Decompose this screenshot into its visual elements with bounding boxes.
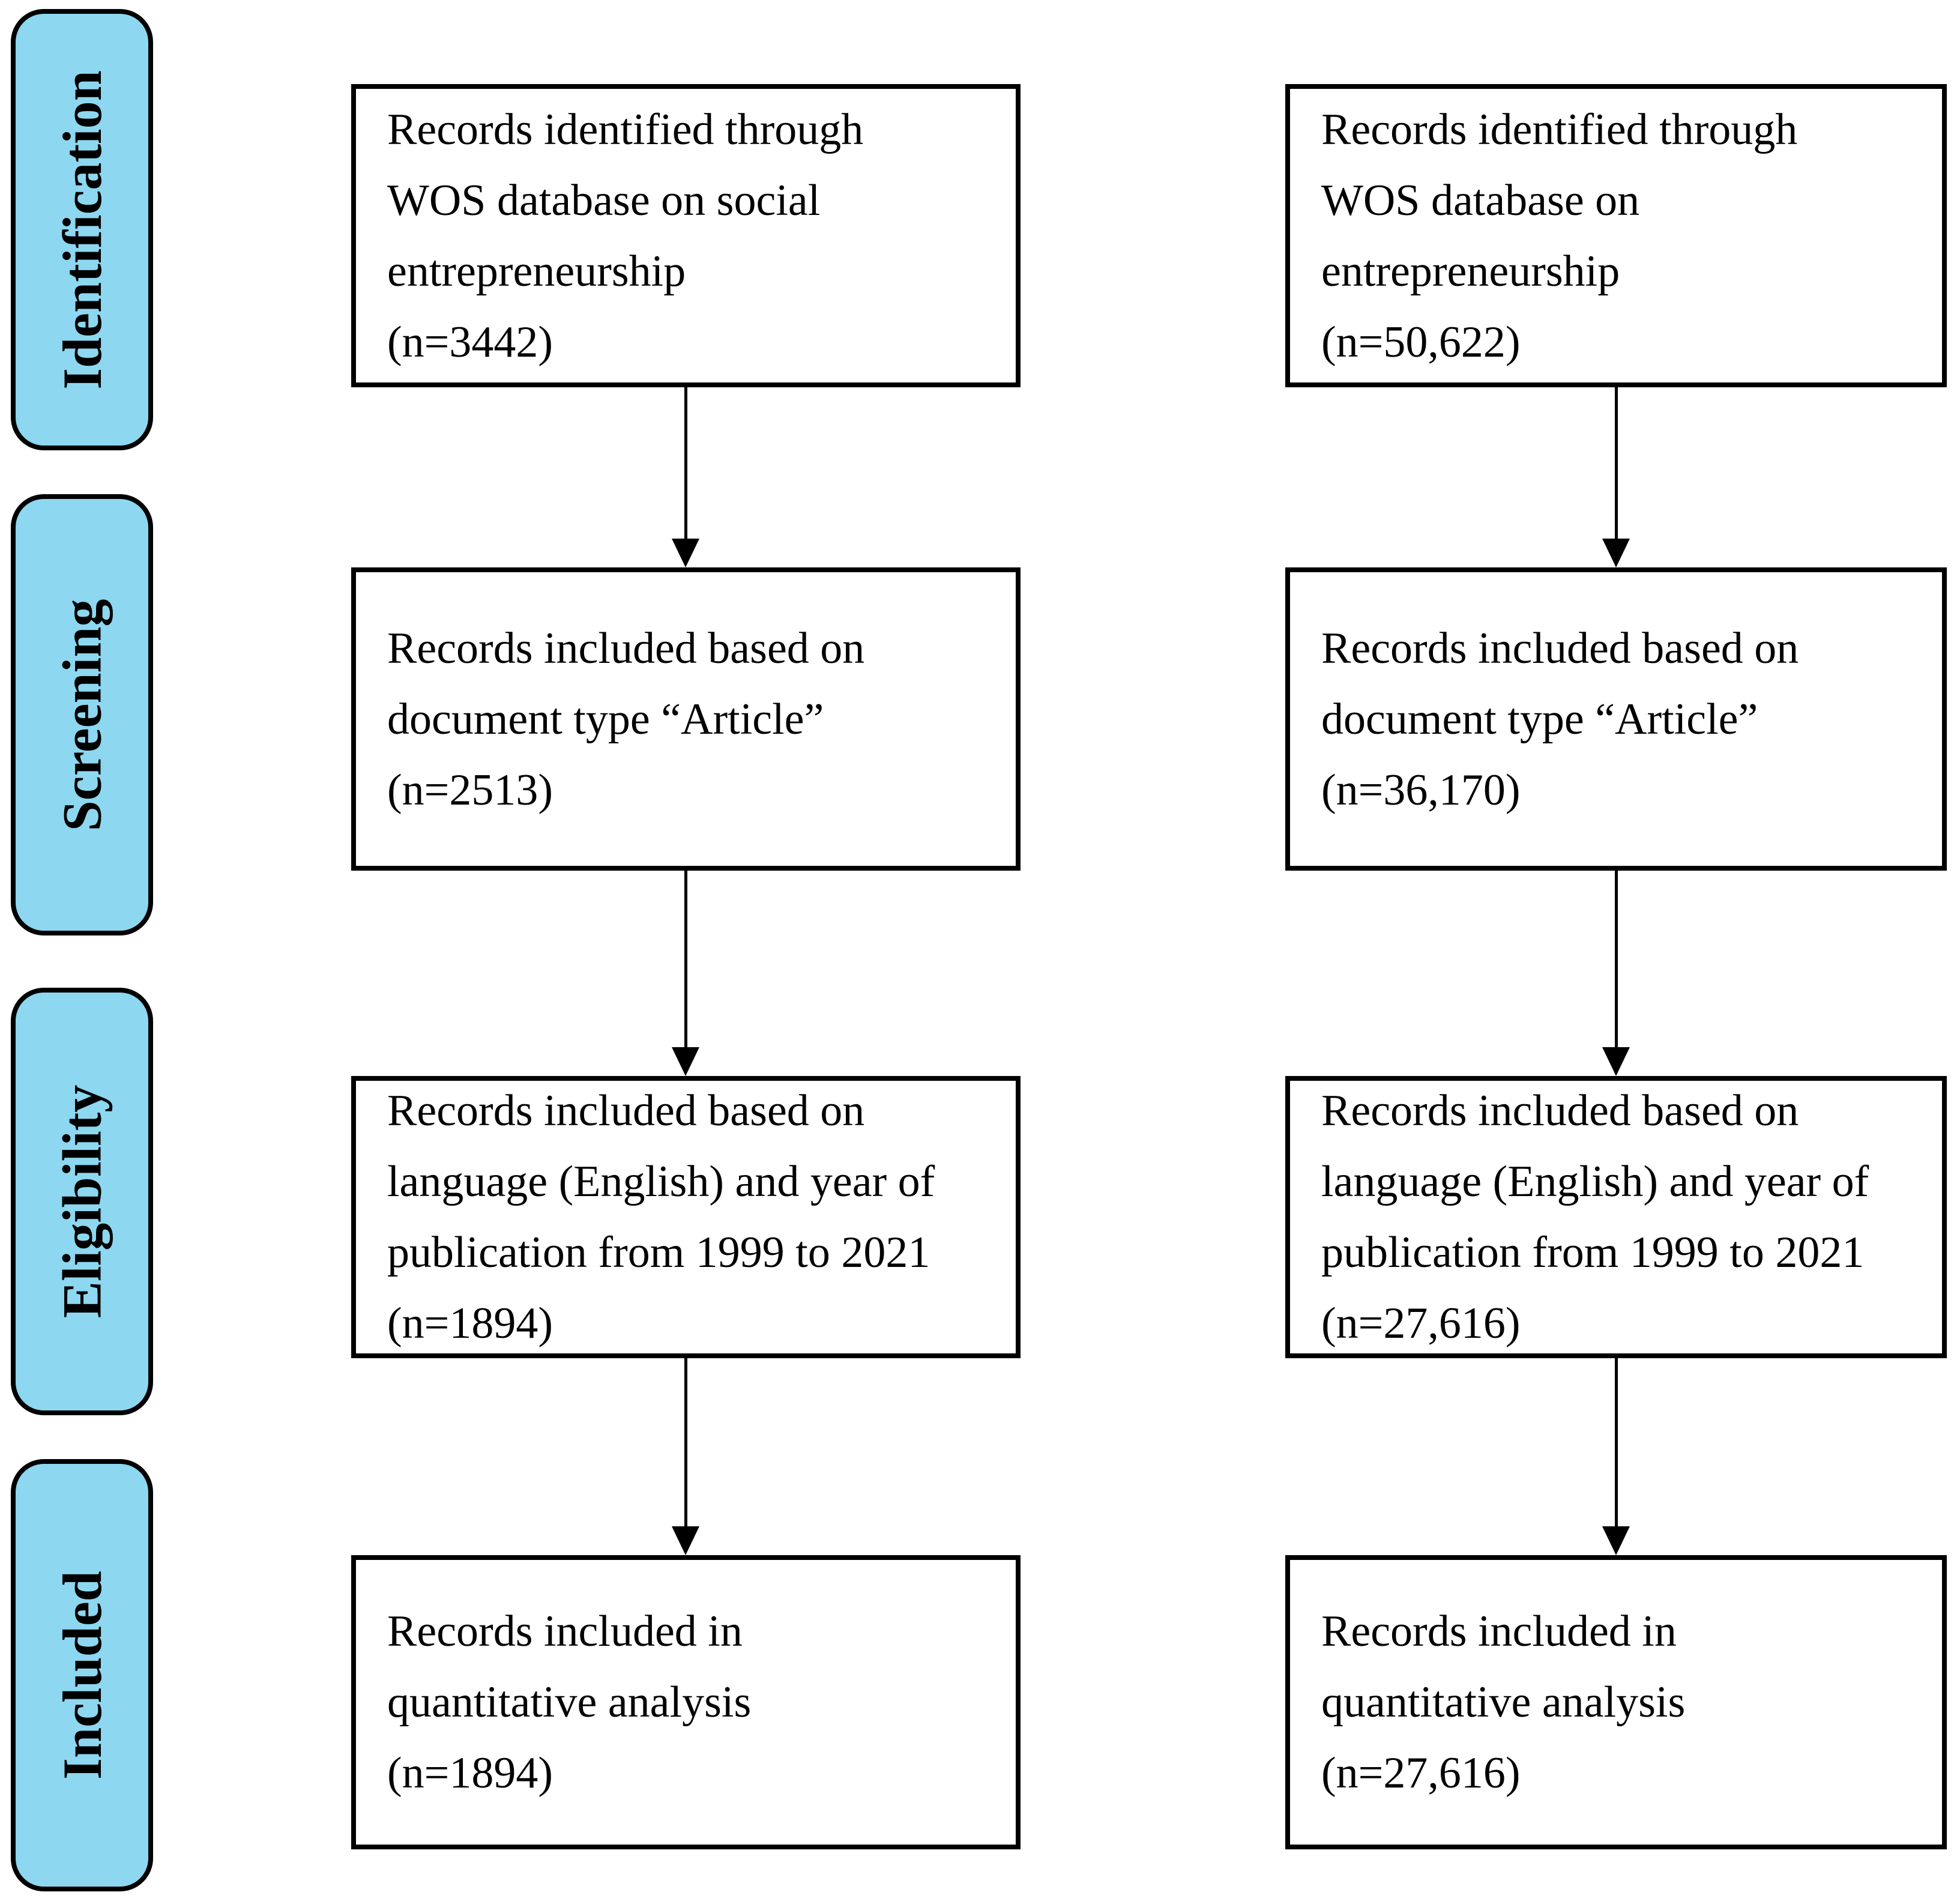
box-line: (n=3442) bbox=[387, 317, 553, 367]
flow-arrow bbox=[1601, 1358, 1631, 1555]
box-line: Records included based on bbox=[1321, 1086, 1799, 1135]
stage-screening-label: Screening bbox=[51, 599, 113, 831]
flow-arrow bbox=[671, 871, 701, 1076]
stage-included: Included bbox=[11, 1459, 153, 1891]
stage-identification: Identification bbox=[11, 9, 153, 450]
stage-eligibility: Eligibility bbox=[11, 988, 153, 1415]
box-line: language (English) and year of bbox=[387, 1157, 935, 1206]
box-line: entrepreneurship bbox=[1321, 246, 1620, 296]
arrow-stem bbox=[684, 387, 687, 540]
box-line: document type “Article” bbox=[387, 694, 824, 744]
box-line: (n=1894) bbox=[387, 1299, 553, 1348]
arrow-stem bbox=[1614, 871, 1618, 1048]
box-line: WOS database on social bbox=[387, 175, 821, 225]
flow-arrow bbox=[1601, 871, 1631, 1076]
box-line: Records identified through bbox=[1321, 104, 1798, 154]
arrow-down-icon bbox=[1602, 1526, 1630, 1555]
box-line: (n=27,616) bbox=[1321, 1748, 1521, 1798]
arrow-down-icon bbox=[672, 539, 699, 567]
flow-arrow bbox=[671, 387, 701, 567]
arrow-stem bbox=[684, 871, 687, 1048]
arrow-stem bbox=[684, 1358, 687, 1528]
box-line: language (English) and year of bbox=[1321, 1157, 1869, 1206]
box-left-included: Records included in quantitative analysi… bbox=[351, 1555, 1021, 1849]
box-line: quantitative analysis bbox=[387, 1678, 752, 1727]
box-line: (n=27,616) bbox=[1321, 1299, 1521, 1348]
stage-eligibility-label: Eligibility bbox=[51, 1084, 113, 1319]
box-line: Records included based on bbox=[387, 1086, 865, 1135]
stage-included-label: Included bbox=[51, 1571, 113, 1780]
flow-arrow bbox=[1601, 387, 1631, 567]
arrow-stem bbox=[1614, 387, 1618, 540]
arrow-down-icon bbox=[672, 1047, 699, 1076]
box-line: Records included in bbox=[387, 1607, 743, 1656]
box-left-screening: Records included based on document type … bbox=[351, 567, 1021, 871]
box-line: (n=50,622) bbox=[1321, 317, 1521, 367]
arrow-stem bbox=[1614, 1358, 1618, 1528]
box-line: Records included based on bbox=[387, 623, 865, 673]
box-right-eligibility: Records included based on language (Engl… bbox=[1285, 1076, 1947, 1358]
box-line: (n=36,170) bbox=[1321, 765, 1521, 815]
box-line: publication from 1999 to 2021 bbox=[1321, 1228, 1865, 1277]
stage-identification-label: Identification bbox=[51, 70, 113, 390]
box-right-screening: Records included based on document type … bbox=[1285, 567, 1947, 871]
box-right-identification: Records identified through WOS database … bbox=[1285, 84, 1947, 387]
arrow-down-icon bbox=[1602, 1047, 1630, 1076]
arrow-down-icon bbox=[672, 1526, 699, 1555]
stage-screening: Screening bbox=[11, 494, 153, 935]
box-line: quantitative analysis bbox=[1321, 1678, 1686, 1727]
box-line: Records included based on bbox=[1321, 623, 1799, 673]
arrow-down-icon bbox=[1602, 539, 1630, 567]
box-line: Records included in bbox=[1321, 1607, 1677, 1656]
box-line: (n=1894) bbox=[387, 1748, 553, 1798]
box-line: WOS database on bbox=[1321, 175, 1640, 225]
box-left-identification: Records identified through WOS database … bbox=[351, 84, 1021, 387]
box-line: (n=2513) bbox=[387, 765, 553, 815]
flow-arrow bbox=[671, 1358, 701, 1555]
box-line: document type “Article” bbox=[1321, 694, 1758, 744]
box-line: entrepreneurship bbox=[387, 246, 686, 296]
box-right-included: Records included in quantitative analysi… bbox=[1285, 1555, 1947, 1849]
box-left-eligibility: Records included based on language (Engl… bbox=[351, 1076, 1021, 1358]
box-line: Records identified through bbox=[387, 104, 864, 154]
box-line: publication from 1999 to 2021 bbox=[387, 1228, 930, 1277]
